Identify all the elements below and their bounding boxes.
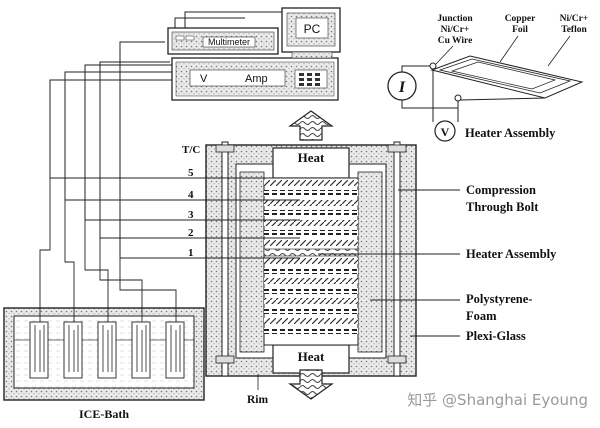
heat-label-bottom: Heat bbox=[298, 349, 325, 364]
heater-assembly-label: Heater Assembly bbox=[466, 247, 557, 261]
amp-display-label: Amp bbox=[245, 73, 268, 85]
teflon-label-2: Teflon bbox=[561, 25, 587, 35]
ammeter-symbol bbox=[387, 71, 417, 101]
compression-label-1: Compression bbox=[466, 183, 536, 197]
compression-bolt-right bbox=[387, 141, 407, 377]
ice-bath-wiring bbox=[39, 178, 177, 322]
voltage-symbol: V bbox=[441, 125, 450, 139]
tc-number-3: 3 bbox=[188, 209, 194, 221]
pc-computer: PC bbox=[281, 7, 341, 59]
test-stack: Heat Heat bbox=[182, 141, 417, 377]
tc-number-4: 4 bbox=[188, 189, 194, 201]
copper-label-2: Foil bbox=[512, 25, 528, 35]
copper-label-1: Copper bbox=[505, 14, 536, 24]
rim-label: Rim bbox=[247, 394, 269, 406]
multimeter: Multimeter bbox=[167, 27, 279, 55]
heater-detail-figure: Junction Ni/Cr+ Cu Wire Copper Foil Ni/C… bbox=[387, 14, 589, 142]
current-symbol: I bbox=[398, 79, 406, 96]
ice-bath-label: ICE-Bath bbox=[79, 407, 129, 421]
callout-leaders bbox=[318, 189, 460, 337]
tc-number-1: 1 bbox=[188, 247, 194, 259]
compression-label-2: Through Bolt bbox=[466, 200, 539, 214]
heat-out-arrow bbox=[288, 110, 334, 141]
ice-bath bbox=[3, 307, 205, 401]
voltage-display-label: V bbox=[200, 73, 208, 85]
polystyrene-label-2: Foam bbox=[466, 309, 497, 323]
sample-layers bbox=[263, 177, 359, 346]
power-supply: V Amp bbox=[171, 57, 339, 101]
polystyrene-label-1: Polystyrene- bbox=[466, 292, 532, 306]
tc-number-2: 2 bbox=[188, 227, 194, 239]
ice-bath-tubes bbox=[29, 321, 185, 379]
tc-number-5: 5 bbox=[188, 167, 194, 179]
junction-label-1: Junction bbox=[437, 14, 473, 24]
compression-bolt-left bbox=[215, 141, 235, 377]
teflon-label-1: Ni/Cr+ bbox=[560, 14, 589, 24]
pc-label: PC bbox=[304, 22, 321, 36]
tc-label: T/C bbox=[182, 144, 200, 156]
voltmeter-symbol bbox=[434, 120, 456, 142]
multimeter-label: Multimeter bbox=[208, 37, 250, 47]
junction-label-3: Cu Wire bbox=[438, 36, 473, 46]
heater-detail-title: Heater Assembly bbox=[465, 126, 556, 140]
heat-in-arrow bbox=[288, 369, 334, 400]
heat-label-top: Heat bbox=[298, 150, 325, 165]
plexi-glass-label: Plexi-Glass bbox=[466, 329, 526, 343]
instrument-wiring bbox=[49, 11, 286, 259]
junction-label-2: Ni/Cr+ bbox=[441, 25, 470, 35]
watermark: 知乎 @Shanghai Eyoung bbox=[407, 391, 588, 409]
